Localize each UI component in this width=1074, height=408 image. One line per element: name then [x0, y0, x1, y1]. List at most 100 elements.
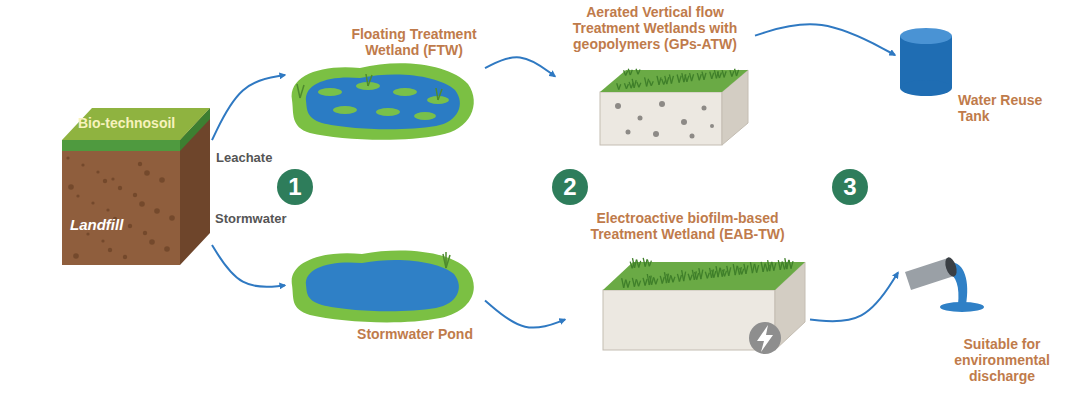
soil-block: Bio-technosoilLandfill — [58, 104, 212, 268]
soil-block — [62, 140, 180, 265]
outlet-stage: Suitable for environmental discharge — [898, 250, 1068, 400]
wetland-plants — [692, 74, 694, 81]
flow-arrow — [810, 273, 898, 322]
floating-island — [376, 108, 400, 116]
plant — [297, 74, 442, 100]
wetland-plants — [742, 269, 744, 275]
geopolymer-bead — [690, 134, 695, 139]
geopolymer-bead — [615, 101, 714, 139]
soil-texture — [164, 246, 170, 252]
electricity-icon — [749, 322, 781, 354]
outlet-label: Water Reuse Tank — [958, 92, 1048, 124]
soil-texture — [149, 239, 155, 245]
wetland-plants — [626, 84, 628, 89]
wetland-plants — [774, 263, 776, 270]
soil-texture — [128, 224, 132, 228]
soil-texture — [133, 193, 137, 197]
wetland-plants — [634, 80, 636, 88]
flow-arrow — [212, 245, 285, 287]
wetland-plants — [624, 280, 626, 288]
wetland-plants — [671, 76, 673, 84]
soil-texture — [106, 208, 109, 211]
soil-texture — [143, 231, 147, 235]
wetland-plants — [667, 77, 669, 84]
wetland-plants — [714, 271, 716, 278]
wetland-plants — [645, 279, 647, 286]
wetland-plants — [639, 261, 641, 268]
soil-texture — [169, 215, 175, 221]
geopolymer-bead — [638, 116, 643, 121]
soil-texture — [108, 248, 112, 252]
stormwater-pond — [292, 251, 474, 323]
geopolymer-bead — [626, 130, 631, 135]
floating-island — [333, 106, 357, 114]
soil-texture — [123, 255, 127, 259]
water-tank — [900, 28, 952, 96]
soil-texture — [68, 184, 74, 190]
wetland-plants — [617, 69, 739, 90]
flow-arrow — [212, 75, 285, 140]
floating-wetland-pond — [306, 74, 460, 129]
soil-texture — [73, 253, 79, 259]
wetland-plants — [712, 73, 714, 79]
plant — [443, 252, 450, 268]
wetland-plants — [659, 77, 661, 85]
soil-texture — [101, 239, 104, 242]
soil-texture — [66, 156, 174, 259]
wetland-plants — [664, 80, 666, 85]
wetland-plants — [634, 279, 636, 286]
wetland-plants — [757, 265, 759, 272]
flow-arrow — [755, 24, 895, 55]
aerated-wetland-box — [600, 70, 748, 92]
pond-stage: Stormwater Pond — [285, 240, 485, 348]
floating-island — [414, 112, 436, 120]
aerated-wetland-box — [600, 69, 748, 145]
soil-texture — [144, 170, 150, 176]
wetland-plants — [619, 84, 621, 89]
wetland-plants — [729, 267, 731, 275]
plant — [366, 74, 368, 86]
electroactive-wetland-box — [603, 262, 805, 290]
stage-heading: Electroactive biofilm-based Treatment We… — [577, 210, 798, 242]
wetland-plants — [649, 261, 651, 267]
wetland-stage: Floating Treatment Wetland (FTW) — [285, 26, 485, 140]
stage-heading: Stormwater Pond — [345, 326, 485, 342]
plant — [368, 75, 372, 86]
soil-texture — [66, 156, 69, 159]
wetland-plants — [647, 79, 649, 87]
wetland-plants — [699, 74, 701, 80]
plant — [438, 89, 442, 100]
wetland-plants — [669, 275, 671, 282]
electroactive-wetland-box — [603, 290, 775, 350]
stage-heading: Aerated Vertical flow Treatment Wetlands… — [560, 4, 750, 52]
step-circle: 3 — [832, 169, 868, 205]
wetland-plants — [787, 260, 789, 269]
wetland-plants — [628, 281, 630, 288]
soil-texture — [139, 201, 145, 207]
soil-texture — [96, 170, 99, 173]
wetland-plants — [651, 81, 653, 86]
stage-heading: Floating Treatment Wetland (FTW) — [343, 26, 485, 58]
water-tank — [900, 80, 952, 96]
electroactive-wetland-box — [603, 258, 805, 354]
wetland-plants — [679, 76, 681, 83]
soil-texture — [91, 201, 94, 204]
floating-wetland-pond — [292, 63, 474, 140]
wetland-plants — [626, 71, 628, 76]
wetland-plants — [732, 71, 734, 76]
stormwater-pond — [306, 260, 459, 311]
wetland-plants — [684, 272, 686, 281]
step-circle: 1 — [277, 169, 313, 205]
wetland-plants — [622, 258, 793, 288]
floating-island — [318, 82, 449, 120]
soil-texture — [118, 186, 122, 190]
flow-label: Stormwater — [213, 211, 289, 227]
wetland-plants — [673, 277, 675, 283]
wetland-stage: Aerated Vertical flow Treatment Wetlands… — [555, 2, 755, 148]
wetland-plants — [687, 76, 689, 82]
soil-texture — [103, 179, 107, 183]
wetland-plants — [724, 71, 726, 77]
wetland-plants — [649, 276, 651, 285]
flow-arrow — [485, 57, 555, 76]
